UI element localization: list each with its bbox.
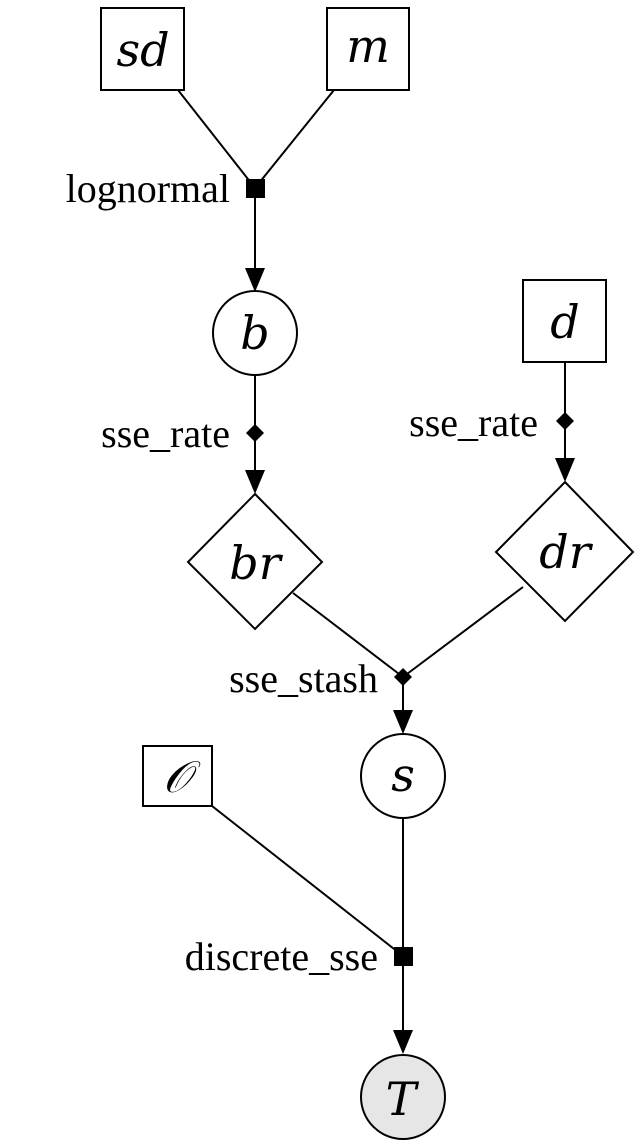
factor-lognormal-label: lognormal — [66, 166, 230, 211]
factor-discrete-sse-marker — [394, 947, 413, 966]
node-o: 𝒪 — [142, 745, 213, 807]
node-br: br — [186, 492, 324, 631]
arrowhead-lognormal-b — [245, 268, 265, 292]
factor-sse-stash-marker — [394, 668, 412, 686]
node-t-label: T — [386, 1072, 420, 1126]
factor-sse-rate-d-marker — [556, 412, 574, 430]
factor-lognormal: lognormal — [66, 166, 265, 211]
node-s-label: s — [391, 748, 415, 802]
node-d-label: d — [550, 295, 579, 349]
arrowhead-sse-rate-dr — [555, 458, 575, 482]
factor-sse-rate-d: sse_rate — [409, 400, 574, 445]
factor-sse-rate-b: sse_rate — [101, 411, 264, 456]
factor-sse-stash: sse_stash — [229, 656, 412, 701]
factor-lognormal-marker — [246, 179, 265, 198]
factor-sse-stash-label: sse_stash — [229, 656, 378, 701]
edge-br-sse-stash — [292, 592, 404, 678]
node-t: T — [360, 1054, 446, 1140]
arrowhead-sse-rate-br — [245, 470, 265, 494]
factor-sse-rate-b-marker — [246, 424, 264, 442]
factor-sse-rate-d-label: sse_rate — [409, 400, 538, 445]
node-br-label: br — [229, 536, 283, 590]
node-d: d — [522, 279, 607, 363]
edge-m-lognormal — [254, 89, 335, 189]
edge-dr-sse-stash — [402, 586, 524, 678]
arrowhead-sse-stash-s — [393, 710, 413, 734]
factor-discrete-sse-label: discrete_sse — [185, 934, 378, 979]
edge-sd-lognormal — [177, 89, 256, 189]
node-s: s — [360, 733, 446, 819]
factor-sse-rate-b-label: sse_rate — [101, 411, 230, 456]
node-sd: sd — [100, 7, 185, 91]
node-m: m — [326, 7, 410, 91]
node-sd-label: sd — [116, 23, 169, 77]
node-b: b — [212, 290, 298, 376]
node-b-label: b — [240, 306, 269, 360]
node-dr: dr — [494, 480, 635, 623]
node-dr-label: dr — [539, 525, 593, 579]
arrowhead-discrete-sse-t — [393, 1030, 413, 1054]
edge-o-discrete-sse — [211, 805, 404, 957]
factor-discrete-sse: discrete_sse — [185, 934, 413, 979]
node-m-label: m — [346, 19, 390, 73]
